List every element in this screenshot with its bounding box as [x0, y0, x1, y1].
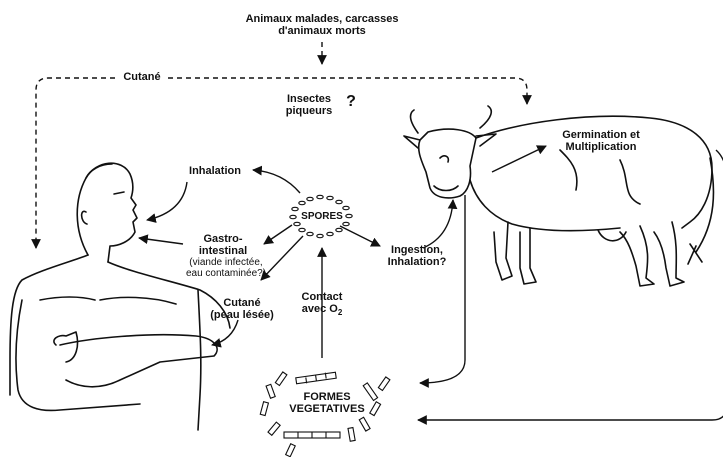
- arrow-ingestion-to-cow: [423, 200, 453, 248]
- human-hand: [54, 332, 78, 362]
- gastro-detail: (viande infectée, eau contaminée?): [176, 257, 276, 279]
- spore: [317, 234, 323, 237]
- ingestion-label: Ingestion, Inhalation?: [377, 244, 457, 268]
- contact-subscript: 2: [338, 308, 342, 317]
- germination-label: Germination et Multiplication: [547, 129, 655, 153]
- bacillus: [378, 377, 390, 391]
- cow-hind-leg-2: [654, 222, 684, 286]
- human-forearm: [60, 335, 217, 387]
- human-torso-side: [198, 290, 201, 430]
- spore: [336, 228, 342, 231]
- human-chest: [40, 297, 176, 304]
- arrow-cow-loop-to-formes: [418, 150, 723, 420]
- spore: [327, 196, 333, 199]
- spore: [336, 200, 342, 203]
- bacillus: [268, 422, 280, 435]
- contact-label: Contact avec O2: [286, 291, 358, 319]
- cutane-lesee-label: Cutané (peau lésée): [206, 297, 278, 321]
- cow-eye: [440, 156, 448, 162]
- cow-head: [419, 129, 476, 198]
- spore: [317, 195, 323, 198]
- arrow-spores-to-inhalation: [253, 170, 300, 193]
- cow-spots: [560, 150, 640, 204]
- human-ear: [82, 211, 87, 224]
- human-arm-left: [16, 300, 140, 410]
- spore: [327, 232, 333, 235]
- cow-muzzle: [434, 186, 458, 191]
- bacillus: [370, 402, 381, 416]
- spore: [299, 201, 305, 204]
- cutane-top-label: Cutané: [116, 71, 168, 83]
- bacillus: [260, 402, 268, 416]
- human-eye: [114, 192, 124, 194]
- bacillus: [286, 444, 296, 457]
- arrow-spores-to-gastro: [264, 225, 292, 244]
- question-mark: ?: [344, 94, 358, 110]
- bacillus: [275, 372, 287, 386]
- human-hair: [86, 164, 112, 178]
- arrow-spores-to-ingestion: [340, 226, 380, 246]
- arrow-germination-pointer: [492, 146, 546, 172]
- arrow-cow-to-formes: [420, 195, 465, 383]
- human-figure: [10, 163, 230, 430]
- spore: [343, 206, 349, 209]
- source-label: Animaux malades, carcasses d'animaux mor…: [210, 13, 434, 37]
- arrow-gastro-to-mouth: [139, 238, 183, 244]
- cutane-top-arrow-left: [36, 78, 115, 248]
- cow-udder: [598, 230, 626, 241]
- contact-text: Contact avec O: [302, 291, 343, 315]
- spores-label: SPORES: [294, 211, 350, 223]
- solid-arrows: [139, 146, 723, 420]
- bacillus: [348, 428, 355, 442]
- cow-front-leg-2: [520, 228, 536, 284]
- spore: [307, 197, 313, 200]
- arrow-inhalation-to-nose: [147, 182, 187, 220]
- cow-back-neck: [470, 180, 620, 231]
- dashed-arrows: [36, 42, 527, 248]
- gastro-label: Gastro- intestinal: [188, 233, 258, 257]
- insectes-label: Insectes piqueurs: [273, 93, 345, 117]
- arrow-cutane-to-skin: [212, 320, 238, 345]
- inhalation-label: Inhalation: [180, 165, 250, 177]
- spore: [307, 232, 313, 235]
- cow-front-leg: [494, 222, 512, 280]
- bacillus: [359, 417, 370, 431]
- bacillus: [266, 384, 275, 398]
- spore: [299, 228, 305, 231]
- formes-label: FORMES VEGETATIVES: [288, 391, 366, 415]
